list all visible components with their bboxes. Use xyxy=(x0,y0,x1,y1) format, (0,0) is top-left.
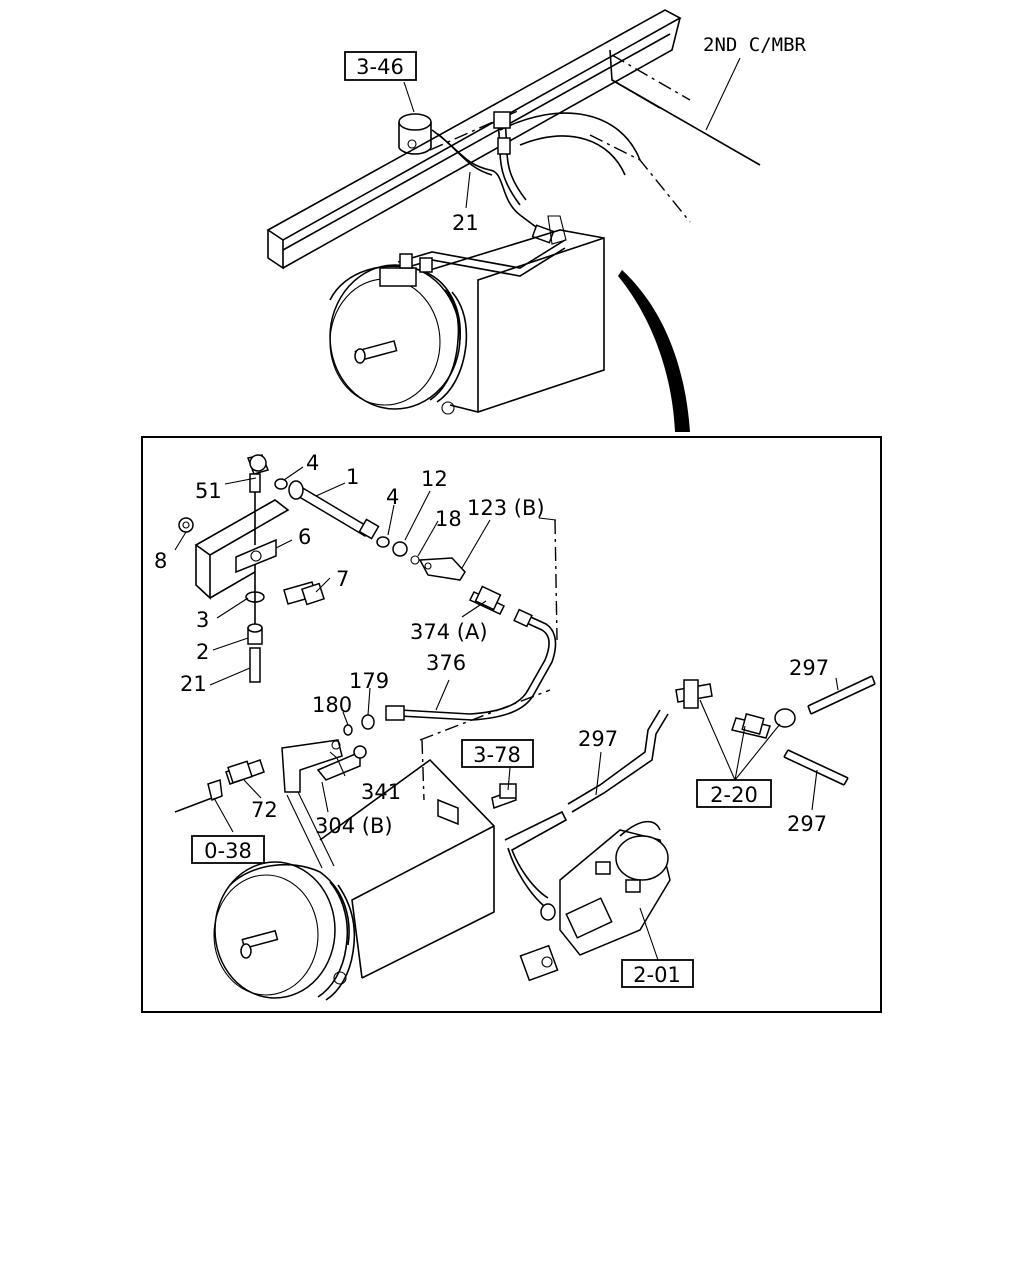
ref-box-0-38[interactable]: 0-38 xyxy=(191,835,265,864)
frame-label: 2ND C/MBR xyxy=(703,34,807,56)
ref-box-2-01[interactable]: 2-01 xyxy=(621,959,694,988)
callout-51[interactable]: 51 xyxy=(195,479,222,503)
callout-297-lower-right[interactable]: 297 xyxy=(787,812,827,836)
callout-21-detail[interactable]: 21 xyxy=(180,672,207,696)
ref-box-3-46[interactable]: 3-46 xyxy=(344,51,417,81)
callout-72[interactable]: 72 xyxy=(251,798,278,822)
callout-4a[interactable]: 4 xyxy=(306,451,319,475)
detail-illustration xyxy=(174,454,876,1001)
detail-arrow xyxy=(618,270,690,432)
callout-297-upper-right[interactable]: 297 xyxy=(789,656,829,680)
detail-frame xyxy=(141,436,882,1013)
detail-callouts: 51 4 1 4 12 18 123 (B) 8 6 7 3 2 21 374 … xyxy=(154,451,829,838)
ref-box-2-20[interactable]: 2-20 xyxy=(696,779,772,808)
air-tank-overview xyxy=(329,229,605,415)
callout-21-overview[interactable]: 21 xyxy=(452,211,479,235)
callout-297-center[interactable]: 297 xyxy=(578,727,618,751)
callout-376[interactable]: 376 xyxy=(426,651,466,675)
callout-304b[interactable]: 304 (B) xyxy=(315,814,393,838)
callout-18[interactable]: 18 xyxy=(435,507,462,531)
callout-179[interactable]: 179 xyxy=(349,669,389,693)
callout-180[interactable]: 180 xyxy=(312,693,352,717)
callout-7[interactable]: 7 xyxy=(336,567,349,591)
frame-rail xyxy=(266,9,761,270)
callout-1[interactable]: 1 xyxy=(346,465,359,489)
callout-3[interactable]: 3 xyxy=(196,608,209,632)
callout-123b[interactable]: 123 (B) xyxy=(467,496,545,520)
ref-box-3-78[interactable]: 3-78 xyxy=(461,739,534,768)
svg-text:0-38: 0-38 xyxy=(204,839,252,863)
callout-6[interactable]: 6 xyxy=(298,525,311,549)
callout-341[interactable]: 341 xyxy=(361,780,401,804)
overview-illustration xyxy=(266,9,761,432)
pipe-21-route xyxy=(397,111,567,277)
callout-8[interactable]: 8 xyxy=(154,549,167,573)
callout-12[interactable]: 12 xyxy=(421,467,448,491)
callout-2[interactable]: 2 xyxy=(196,640,209,664)
svg-text:3-46: 3-46 xyxy=(356,55,404,79)
callout-374a[interactable]: 374 (A) xyxy=(410,620,488,644)
svg-text:2-01: 2-01 xyxy=(633,963,681,987)
callout-4b[interactable]: 4 xyxy=(386,485,399,509)
svg-text:2-20: 2-20 xyxy=(710,783,758,807)
tank-mount-3-46 xyxy=(398,113,432,155)
svg-text:3-78: 3-78 xyxy=(473,743,521,767)
